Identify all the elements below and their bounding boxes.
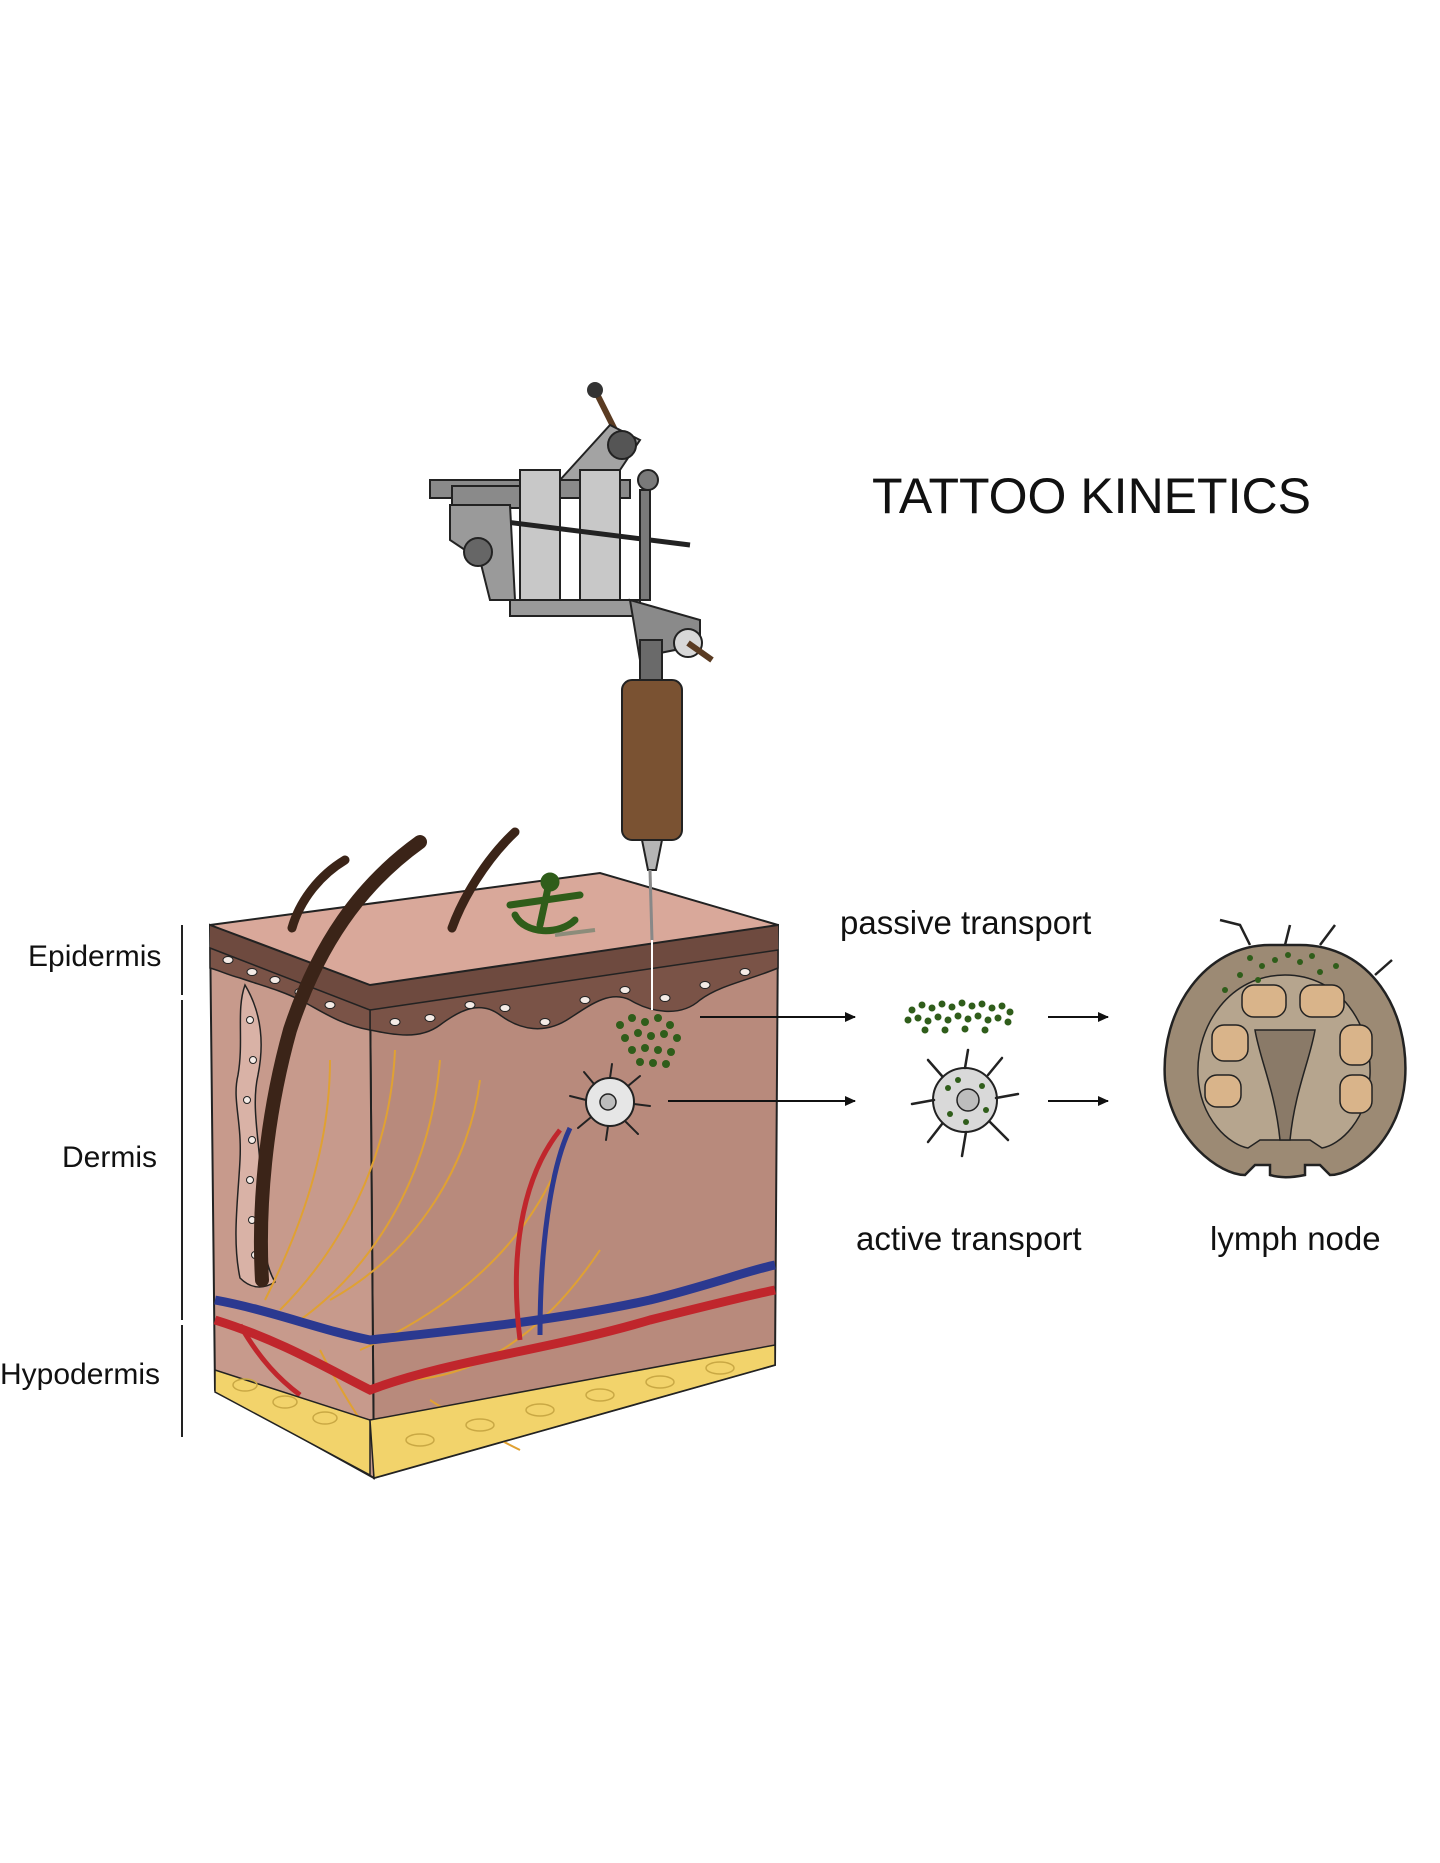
skin-block: [208, 827, 780, 1480]
epidermis-label: Epidermis: [28, 940, 161, 973]
artery-branch-2: [237, 1323, 302, 1397]
machine-needle: [648, 869, 654, 941]
hair-1: [287, 855, 350, 933]
epidermal-cells: [222, 956, 751, 1026]
machine-tube-neck: [639, 639, 663, 681]
hypodermis-fat-front: [214, 1368, 371, 1477]
afferent-vessel-1: [1219, 918, 1252, 946]
lymph-follicles: [1204, 984, 1373, 1114]
machine-right-post: [637, 469, 659, 491]
lymph-medulla: [1254, 1029, 1316, 1141]
dermis-label: Dermis: [62, 1141, 157, 1174]
free-ink-particles: [904, 999, 1014, 1034]
machine-coil-1: [519, 469, 561, 611]
hypodermis-label: Hypodermis: [0, 1358, 160, 1391]
epidermis-wave-right: [369, 949, 779, 1036]
epidermis-band-right: [370, 925, 778, 1010]
afferent-vessel-4: [1374, 959, 1393, 976]
fat-cells: [232, 1361, 735, 1447]
machine-frame-knob: [463, 537, 493, 567]
anchor-tattoo: [506, 872, 584, 935]
macrophage-with-ink: [910, 1048, 1020, 1158]
machine-base-plate: [509, 599, 641, 617]
vein-branch: [537, 1126, 573, 1336]
afferent-vessel-3: [1319, 924, 1336, 946]
ink-particles-dermis: [616, 1014, 681, 1068]
afferent-vessel-2: [1283, 924, 1292, 946]
machine-tip: [640, 839, 664, 871]
lymph-node-label: lymph node: [1210, 1220, 1381, 1257]
machine-vise-screw: [686, 640, 714, 663]
machine-coil-2: [579, 469, 621, 611]
anchor-shadow: [554, 928, 596, 937]
machine-screw-head: [587, 382, 603, 398]
machine-top-knob: [607, 430, 637, 460]
hair-2: [447, 827, 520, 933]
artery-branch: [513, 1128, 562, 1341]
tattoo-machine: [429, 382, 714, 1010]
hair-follicle: [235, 983, 277, 1288]
vein-main: [214, 1260, 776, 1345]
passive-transport-label: passive transport: [840, 904, 1091, 941]
lymph-ink-particles: [1222, 952, 1339, 993]
machine-right-column: [639, 489, 651, 601]
artery-main: [213, 1285, 776, 1395]
machine-grip: [621, 679, 683, 841]
lymph-node: [1163, 918, 1407, 1179]
hypodermis-fat-right: [369, 1344, 776, 1479]
epidermis-band-front: [210, 925, 370, 1010]
diagram-title: TATTOO KINETICS: [872, 468, 1311, 524]
macrophage-dermis: [569, 1063, 651, 1141]
hair-shaft: [253, 835, 427, 1287]
active-transport-label: active transport: [856, 1220, 1082, 1257]
nerve-fibers: [264, 1049, 601, 1451]
